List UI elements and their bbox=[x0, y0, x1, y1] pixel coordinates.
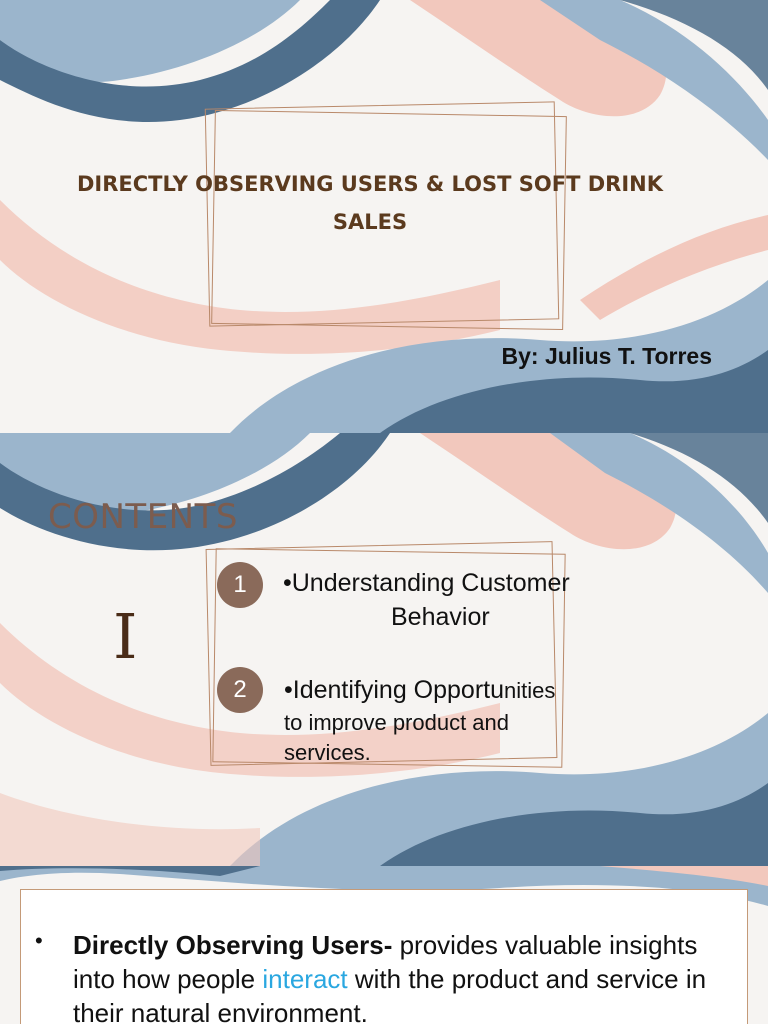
contents-item-2-line1b: nities bbox=[504, 678, 556, 703]
item-number-badge-1: 1 bbox=[217, 562, 263, 608]
slide-title-line1: DIRECTLY OBSERVING USERS & LOST SOFT DRI… bbox=[76, 172, 664, 196]
title-slide[interactable]: DIRECTLY OBSERVING USERS & LOST SOFT DRI… bbox=[0, 0, 768, 433]
interact-link[interactable]: interact bbox=[262, 964, 348, 994]
author-byline: By: Julius T. Torres bbox=[501, 343, 712, 369]
bullet-point: • bbox=[35, 928, 43, 953]
roman-numeral: I bbox=[113, 600, 138, 673]
marble-swirl-background bbox=[0, 433, 768, 866]
item-number-badge-2: 2 bbox=[217, 667, 263, 713]
slide-title: DIRECTLY OBSERVING USERS & LOST SOFT DRI… bbox=[60, 165, 680, 241]
contents-item-2-line2: to improve product and bbox=[284, 710, 510, 735]
marble-swirl-background bbox=[0, 0, 768, 433]
contents-item-2[interactable]: •Identifying Opportunities to improve pr… bbox=[284, 673, 624, 768]
slide-title-line2: SALES bbox=[332, 210, 408, 234]
contents-item-1-line2: Behavior bbox=[391, 603, 490, 631]
contents-item-2-line1a: •Identifying Opportu bbox=[284, 676, 504, 704]
contents-item-1-line1: •Understanding Customer bbox=[283, 569, 570, 597]
bold-term: Directly Observing Users- bbox=[73, 930, 393, 960]
marble-swirl-background bbox=[0, 866, 768, 906]
contents-heading: CONTENTS bbox=[48, 497, 238, 537]
contents-slide[interactable] bbox=[0, 433, 768, 866]
paragraph-text-b: with the product and service in their na… bbox=[73, 964, 707, 1028]
observing-users-paragraph: Directly Observing Users- provides valua… bbox=[73, 928, 723, 1030]
paragraph-text-a: provides valuable insights into how peop… bbox=[73, 930, 698, 994]
content-card bbox=[20, 889, 748, 1024]
contents-item-1[interactable]: •Understanding Customer Behavior bbox=[283, 566, 623, 634]
contents-item-2-line3: services. bbox=[284, 740, 371, 765]
